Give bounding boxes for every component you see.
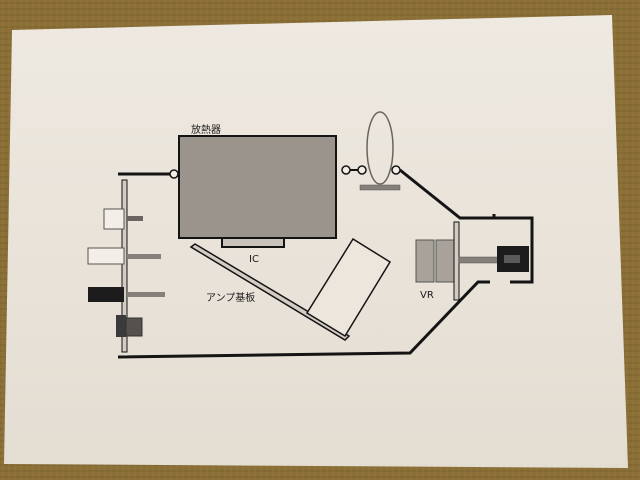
amp-board-component [305,237,392,338]
heatsink [178,135,337,239]
ferrite-core-icon [366,111,394,185]
terminal-circle-icon [341,165,351,175]
vr-label: VR [420,290,434,301]
vr-body-right [435,239,455,283]
front-jack-2-lead [127,254,161,259]
terminal-circle-icon [169,169,179,179]
front-switch-dark [88,287,124,302]
front-jack-1 [103,208,125,230]
ic-chip [221,237,285,248]
front-knob-body [125,317,143,337]
vr-body-left [415,239,435,283]
enclosure-outline-right-top [399,168,534,284]
amp-board-label: アンプ基板 [206,291,255,304]
core-base-bar [359,184,401,191]
rear-connector-core [504,255,520,263]
front-jack-1-lead [127,216,143,221]
rear-panel [453,221,460,301]
front-jack-2 [87,247,125,265]
enclosure-outline-bottom [117,280,490,359]
front-switch-lead [127,292,165,297]
terminal-circle-icon [357,165,367,175]
heatsink-label: 放熱器 [191,123,221,136]
front-panel [121,179,128,353]
paper-sheet [4,15,628,468]
front-knob [116,315,126,337]
terminal-circle-icon [391,165,401,175]
ic-label: IC [249,254,259,265]
amp-board [189,243,351,341]
